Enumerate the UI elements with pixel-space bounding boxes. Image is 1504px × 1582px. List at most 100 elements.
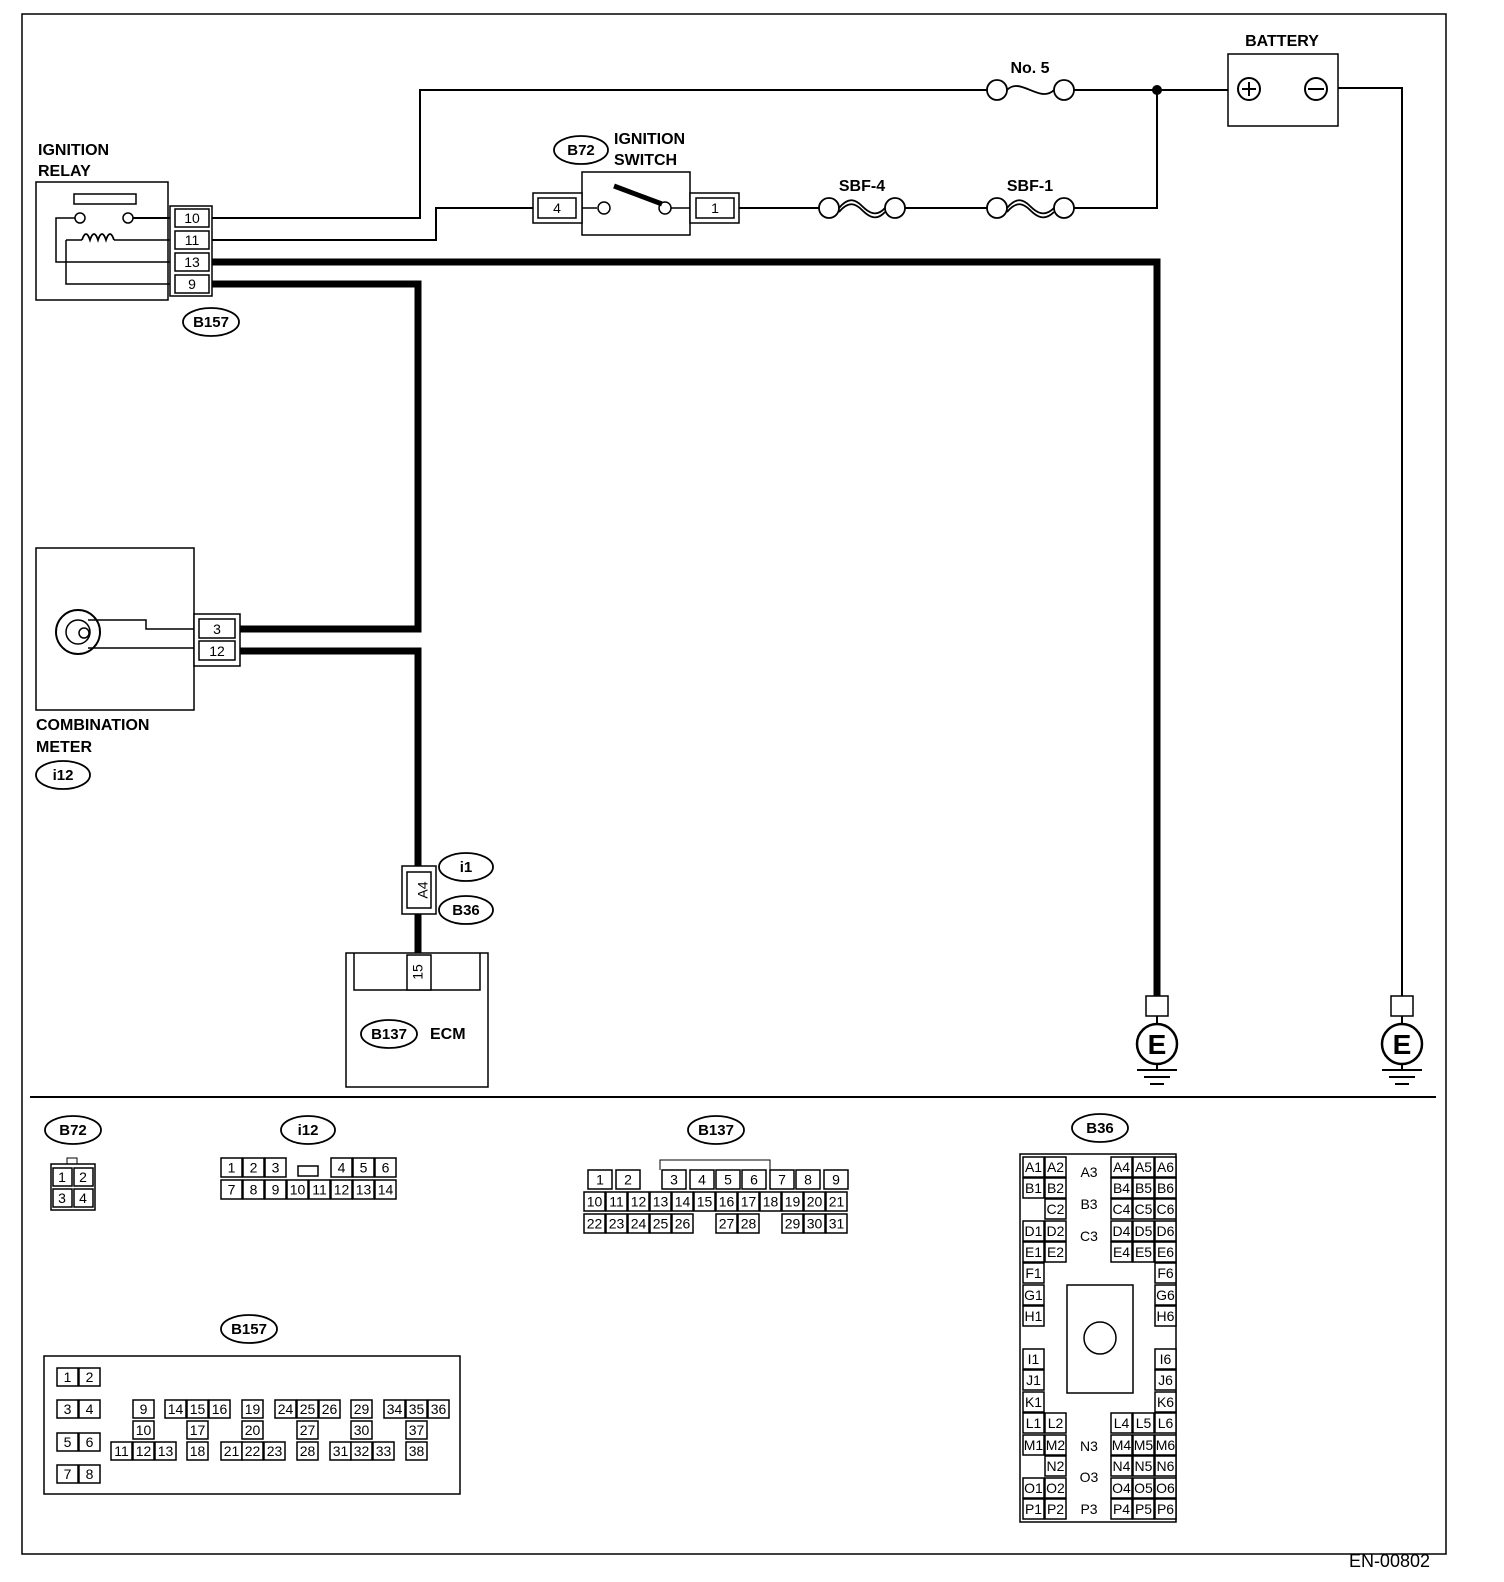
face-b157-cell [241, 1420, 264, 1440]
connector-b137-badge [360, 1019, 418, 1049]
face-b137-cell [803, 1213, 826, 1234]
face-b137-pin: 31 [829, 1216, 845, 1232]
face-b36-pin: N5 [1135, 1458, 1153, 1474]
relay-pin-11-label: 11 [185, 232, 200, 248]
battery-label: BATTERY [1245, 33, 1319, 50]
ecm-pin-label: 15 [410, 964, 426, 980]
face-b36-cell [1154, 1412, 1177, 1434]
face-b36-pin: P3 [1080, 1501, 1097, 1517]
relay-contact-bar [73, 193, 137, 205]
relay-pin-10 [174, 208, 210, 228]
face-b157-cell [263, 1441, 286, 1461]
face-b157-cell [372, 1441, 395, 1461]
face-b157-pin: 32 [354, 1443, 370, 1459]
face-b157-pin: 23 [267, 1443, 283, 1459]
face-b36-cell [1132, 1220, 1155, 1242]
face-b36-pin: O6 [1156, 1480, 1175, 1496]
ignition-relay-label-1: IGNITION [38, 142, 109, 159]
face-b157-pin: 29 [354, 1401, 370, 1417]
face-b137-cell [587, 1169, 613, 1190]
face-b36-pin: H1 [1025, 1308, 1043, 1324]
face-b36-pin: N4 [1113, 1458, 1131, 1474]
face-b36-cell [1132, 1198, 1155, 1220]
face-b36-cell [1022, 1412, 1045, 1434]
face-b157-pin: 34 [387, 1401, 403, 1417]
fuse-no5: No. 5 [986, 60, 1075, 101]
connector-b137-label: B137 [371, 1026, 407, 1043]
fuse-sbf1-label: SBF-1 [1007, 178, 1053, 195]
face-b137-cell [715, 1169, 741, 1190]
face-b36-pin: M4 [1112, 1437, 1132, 1453]
face-b157-cell [405, 1399, 428, 1419]
face-i12-cell [352, 1179, 375, 1200]
face-b36-cell [1022, 1434, 1045, 1456]
face-b157-pin: 2 [86, 1369, 94, 1385]
wire-relay9-meter3 [210, 280, 422, 633]
face-b157-pin: 28 [300, 1443, 316, 1459]
face-i12-cell [352, 1157, 375, 1178]
face-b36-pin: C3 [1080, 1228, 1098, 1244]
face-i12-cell [330, 1179, 353, 1200]
face-b137-pin: 20 [807, 1194, 823, 1210]
face-b36-cell [1022, 1241, 1045, 1263]
face-b36-cell [1154, 1177, 1177, 1199]
face-b36-cell [1110, 1241, 1133, 1263]
face-b137-pin: 26 [675, 1216, 691, 1232]
face-i12-cell [220, 1179, 243, 1200]
face-b36-pin: P6 [1157, 1501, 1174, 1517]
face-b36-cell [1110, 1455, 1133, 1477]
face-i12-cell [308, 1179, 331, 1200]
face-b157-label: B157 [231, 1321, 267, 1338]
face-b36-cell [1132, 1412, 1155, 1434]
relay-coil-icon [81, 233, 115, 243]
face-b36-cell [1154, 1198, 1177, 1220]
face-b36-pin: J1 [1026, 1372, 1041, 1388]
ignition-switch: B72 IGNITION SWITCH 4 1 [532, 131, 740, 236]
face-b36-pin: M1 [1024, 1437, 1044, 1453]
face-b36-cell [1044, 1241, 1067, 1263]
face-b157-cell [78, 1432, 101, 1452]
face-i12-pin: 8 [250, 1182, 258, 1198]
face-i12-label: i12 [298, 1122, 319, 1139]
connector-b157-label: B157 [193, 314, 229, 331]
face-b137-pin: 4 [698, 1172, 706, 1188]
face-i12-cell [330, 1157, 353, 1178]
face-b157-cell [132, 1441, 155, 1461]
face-b137-cell [671, 1191, 694, 1212]
switch-pin-1-label: 1 [711, 200, 719, 216]
ground-1: E [1135, 995, 1179, 1085]
face-b137-cell [715, 1191, 738, 1212]
face-b157-cell [296, 1441, 319, 1461]
face-b157-pin: 27 [300, 1422, 316, 1438]
face-b157-cell [56, 1464, 79, 1484]
face-b157-pin: 33 [376, 1443, 392, 1459]
face-b36-cell [1044, 1477, 1067, 1499]
face-i12-pin: 12 [334, 1182, 350, 1198]
face-b137-pin: 12 [631, 1194, 647, 1210]
face-b157-cell [350, 1441, 373, 1461]
face-b137-pin: 6 [750, 1172, 758, 1188]
fuse-sbf1: SBF-1 [986, 178, 1075, 219]
slow-blow-fuse-icon [1006, 203, 1055, 219]
face-b36-pin: E1 [1025, 1244, 1042, 1260]
face-b157-pin: 36 [431, 1401, 447, 1417]
face-b36-pin: A3 [1080, 1164, 1097, 1180]
face-b36-pin: N2 [1047, 1458, 1065, 1474]
face-b36-cell [1154, 1391, 1177, 1413]
face-b137-cell [627, 1191, 650, 1212]
face-b36-label: B36 [1086, 1120, 1114, 1137]
face-b36-cell [1132, 1498, 1155, 1520]
face-b137-pin: 17 [741, 1194, 757, 1210]
face-b36-pin: B4 [1113, 1180, 1130, 1196]
face-b36-pin: L4 [1114, 1415, 1130, 1431]
face-i12-pin: 10 [290, 1182, 306, 1198]
ecm-label: ECM [430, 1026, 466, 1043]
switch-pin-4-label: 4 [553, 200, 561, 216]
face-b157-pin: 6 [86, 1434, 94, 1450]
face-b157-pin: 22 [245, 1443, 261, 1459]
face-b157-pin: 11 [114, 1443, 129, 1459]
connector-i12-label: i12 [53, 767, 74, 784]
face-b137-cell [803, 1191, 826, 1212]
face-b157-pin: 10 [136, 1422, 152, 1438]
